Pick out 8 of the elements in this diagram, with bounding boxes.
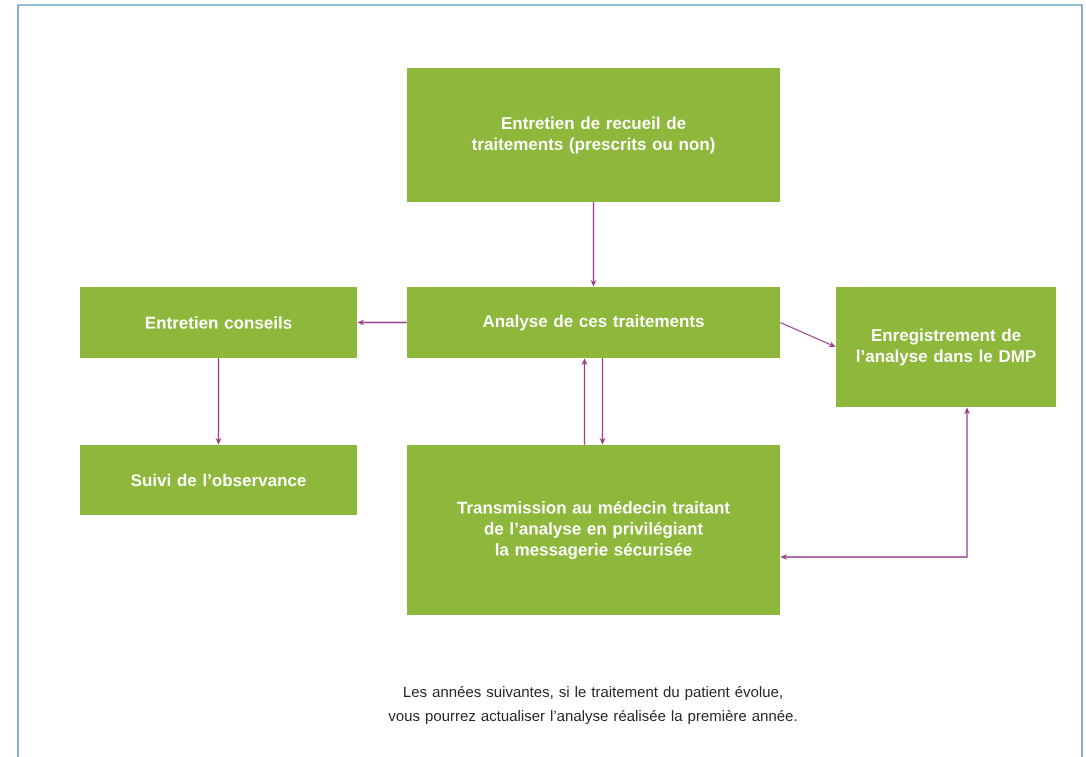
- process-box: Entretien conseils: [80, 287, 357, 358]
- process-box: Enregistrement de l’analyse dans le DMP: [836, 287, 1056, 407]
- arrow: [779, 321, 836, 347]
- process-box: Transmission au médecin traitant de l’analyse en privilégiant la messagerie sécurisée: [407, 445, 780, 615]
- caption: Les années suivantes, si le traitement du patient évolue, vous pourrez actualiser l’analyse réalisée la première année.: [388, 685, 797, 725]
- process-box: Entretien de recueil de traitements (prescrits ou non): [407, 68, 780, 202]
- process-box: Suivi de l’observance: [80, 445, 357, 515]
- process-box: Analyse de ces traitements: [407, 287, 780, 358]
